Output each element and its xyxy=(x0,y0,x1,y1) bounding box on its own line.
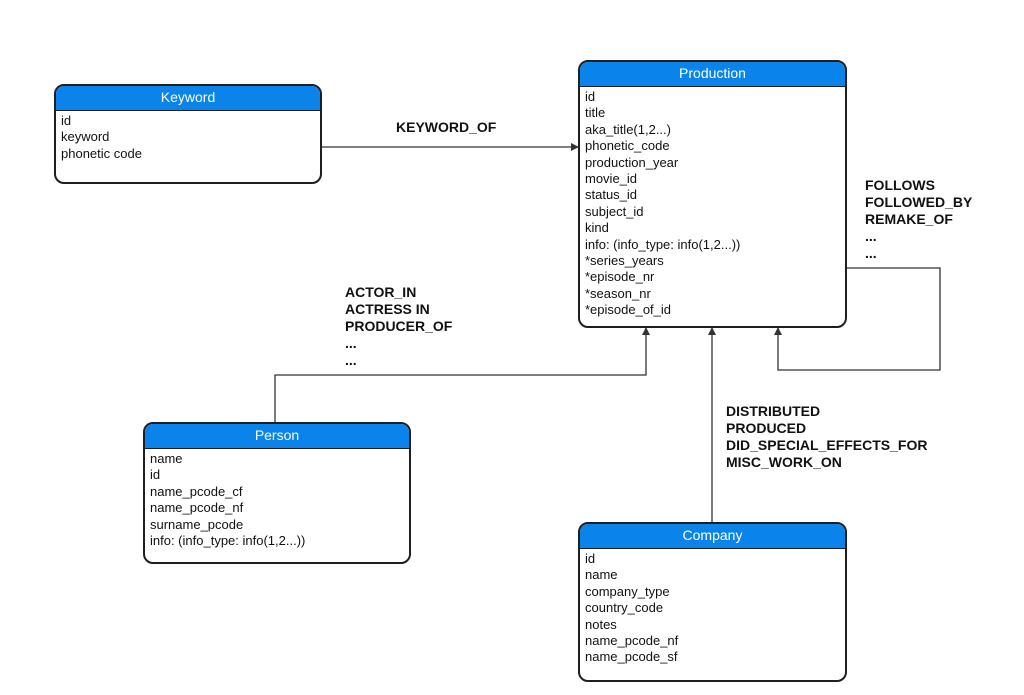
attribute-list: name id name_pcode_cf name_pcode_nf surn… xyxy=(145,449,409,549)
entity-header: Production xyxy=(580,62,845,87)
entity-title: Keyword xyxy=(160,89,216,105)
relationship-name: REMAKE_OF xyxy=(865,211,953,227)
relationship-name: KEYWORD_OF xyxy=(396,119,497,135)
attribute: phonetic_code xyxy=(585,138,670,154)
entity-company: Company id name company_type country_cod… xyxy=(578,522,847,682)
attribute: info: (info_type: info(1,2...)) xyxy=(150,533,306,549)
relationship-ellipsis: ... xyxy=(345,352,357,368)
attribute-list: id keyword phonetic code xyxy=(56,111,320,162)
attribute: name xyxy=(150,451,183,466)
attribute: id xyxy=(585,551,596,566)
attribute: name_pcode_sf xyxy=(585,649,678,665)
attribute: country_code xyxy=(585,600,664,616)
entity-header: Company xyxy=(580,524,845,549)
attribute: *season_nr xyxy=(585,285,651,301)
attribute: title xyxy=(585,105,606,121)
entity-header: Person xyxy=(145,424,409,449)
relationship-name: MISC_WORK_ON xyxy=(726,454,842,470)
attribute: info: (info_type: info(1,2...)) xyxy=(585,236,741,252)
relationship-ellipsis: ... xyxy=(865,245,877,261)
edge-production-self-loop xyxy=(774,267,941,371)
relationship-label-company-production: DISTRIBUTED PRODUCED DID_SPECIAL_EFFECTS… xyxy=(726,403,927,471)
relationship-name: PRODUCER_OF xyxy=(345,318,453,334)
attribute: name xyxy=(585,567,618,583)
relationship-label-person-production: ACTOR_IN ACTRESS IN PRODUCER_OF ... ... xyxy=(345,284,452,369)
attribute-list: id title aka_title(1,2...) phonetic_code… xyxy=(580,87,845,319)
attribute: phonetic code xyxy=(61,145,142,161)
attribute: notes xyxy=(585,616,617,632)
relationship-label-keyword-of: KEYWORD_OF xyxy=(396,119,496,136)
attribute: status_id xyxy=(585,187,638,203)
attribute: aka_title(1,2...) xyxy=(585,121,671,137)
attribute: name_pcode_nf xyxy=(150,500,244,516)
entity-title: Person xyxy=(254,427,300,443)
attribute: id xyxy=(150,467,161,483)
attribute: name_pcode_cf xyxy=(150,483,243,499)
relationship-name: DISTRIBUTED xyxy=(726,403,821,419)
attribute: movie_id xyxy=(585,171,638,187)
relationship-name: FOLLOWED_BY xyxy=(865,194,973,210)
attribute: id xyxy=(61,113,72,128)
attribute: *episode_nr xyxy=(585,269,655,285)
attribute: id xyxy=(585,89,596,104)
attribute: name_pcode_nf xyxy=(585,633,679,649)
entity-person: Person name id name_pcode_cf name_pcode_… xyxy=(143,422,411,564)
relationship-name: ACTRESS IN xyxy=(345,301,430,317)
relationship-label-production-self: FOLLOWS FOLLOWED_BY REMAKE_OF ... ... xyxy=(865,177,972,262)
edge-person-to-production xyxy=(274,327,650,422)
entity-production: Production id title aka_title(1,2...) ph… xyxy=(578,60,847,328)
entity-title: Company xyxy=(682,527,743,543)
attribute: company_type xyxy=(585,583,670,599)
relationship-ellipsis: ... xyxy=(345,335,357,351)
entity-title: Production xyxy=(679,65,746,81)
relationship-ellipsis: ... xyxy=(865,228,877,244)
attribute: production_year xyxy=(585,154,679,170)
attribute-list: id name company_type country_code notes … xyxy=(580,549,845,666)
attribute: surname_pcode xyxy=(150,516,244,532)
attribute: subject_id xyxy=(585,203,644,219)
entity-keyword: Keyword id keyword phonetic code xyxy=(54,84,322,184)
attribute: keyword xyxy=(61,129,110,145)
relationship-name: ACTOR_IN xyxy=(345,284,417,300)
attribute: *episode_of_id xyxy=(585,302,672,318)
attribute: kind xyxy=(585,220,609,236)
relationship-name: PRODUCED xyxy=(726,420,807,436)
relationship-name: DID_SPECIAL_EFFECTS_FOR xyxy=(726,437,928,453)
attribute: *series_years xyxy=(585,253,664,269)
relationship-name: FOLLOWS xyxy=(865,177,935,193)
entity-header: Keyword xyxy=(56,86,320,111)
